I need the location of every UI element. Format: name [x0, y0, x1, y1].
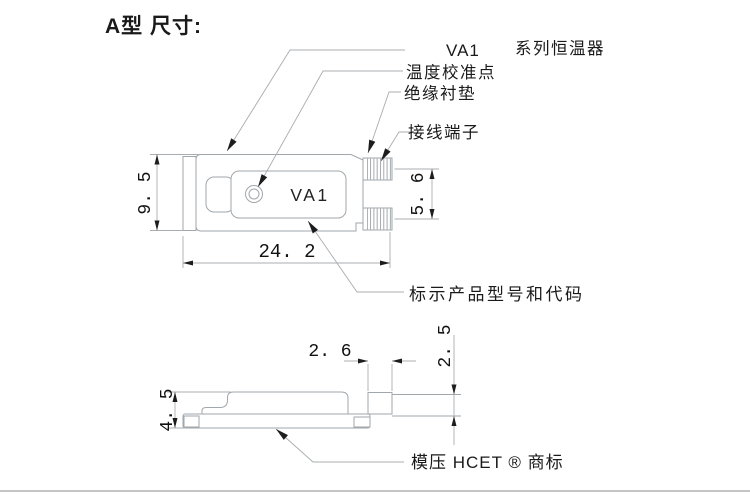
part-marking-text: VA1 — [290, 185, 329, 205]
leader-marking — [307, 220, 404, 293]
label-model-marking: 标示产品型号和代码 — [409, 285, 585, 304]
page-title: A型 尺寸: — [105, 14, 202, 38]
dim-value-2-6: 2. 6 — [308, 342, 351, 362]
dimension-terminal-spacing: 5. 6 — [394, 168, 439, 220]
dim-value-24-2: 24. 2 — [258, 241, 315, 263]
label-trademark: 模压 HCET ® 商标 — [411, 453, 564, 472]
label-calibration-point: 温度校准点 — [406, 63, 496, 82]
calibration-point-inner-circle — [248, 188, 260, 200]
side-view-terminal-riser — [367, 392, 393, 415]
terminal-bottom — [362, 207, 393, 231]
dimension-lead-offset: 2. 5 — [436, 324, 457, 445]
leader-gasket — [367, 91, 401, 154]
leader-trademark — [275, 428, 404, 463]
dim-value-4-5: 4. 5 — [158, 388, 178, 431]
dimension-terminal-width: 2. 6 — [308, 342, 416, 391]
label-series-part: VA1 — [446, 41, 480, 60]
dimension-side-height: 4. 5 — [158, 388, 231, 432]
dim-value-9-5: 9. 5 — [136, 171, 156, 214]
label-wiring-terminal: 接线端子 — [408, 123, 480, 142]
leader-calibration — [257, 70, 403, 188]
front-view: VA1 — [182, 154, 393, 232]
dim-value-2-5: 2. 5 — [436, 324, 456, 367]
front-view-tab — [205, 176, 235, 213]
dimension-front-width: 24. 2 — [182, 232, 391, 268]
side-view-right-washer — [353, 416, 371, 428]
calibration-point-outer-circle — [245, 185, 263, 203]
label-insulation-gasket: 绝缘衬垫 — [404, 84, 476, 103]
callout-leaders — [226, 49, 414, 293]
side-view-body — [201, 391, 349, 415]
leader-series — [226, 49, 405, 152]
dimension-front-height: 9. 5 — [136, 154, 200, 231]
label-series-suffix: 系列恒温器 — [515, 39, 605, 58]
front-view-flange — [182, 156, 197, 231]
side-view-base-plate — [182, 413, 371, 429]
terminal-top — [362, 157, 393, 181]
side-view-left-washer — [183, 415, 200, 428]
side-view — [182, 391, 461, 429]
dim-value-5-6: 5. 6 — [409, 172, 429, 215]
